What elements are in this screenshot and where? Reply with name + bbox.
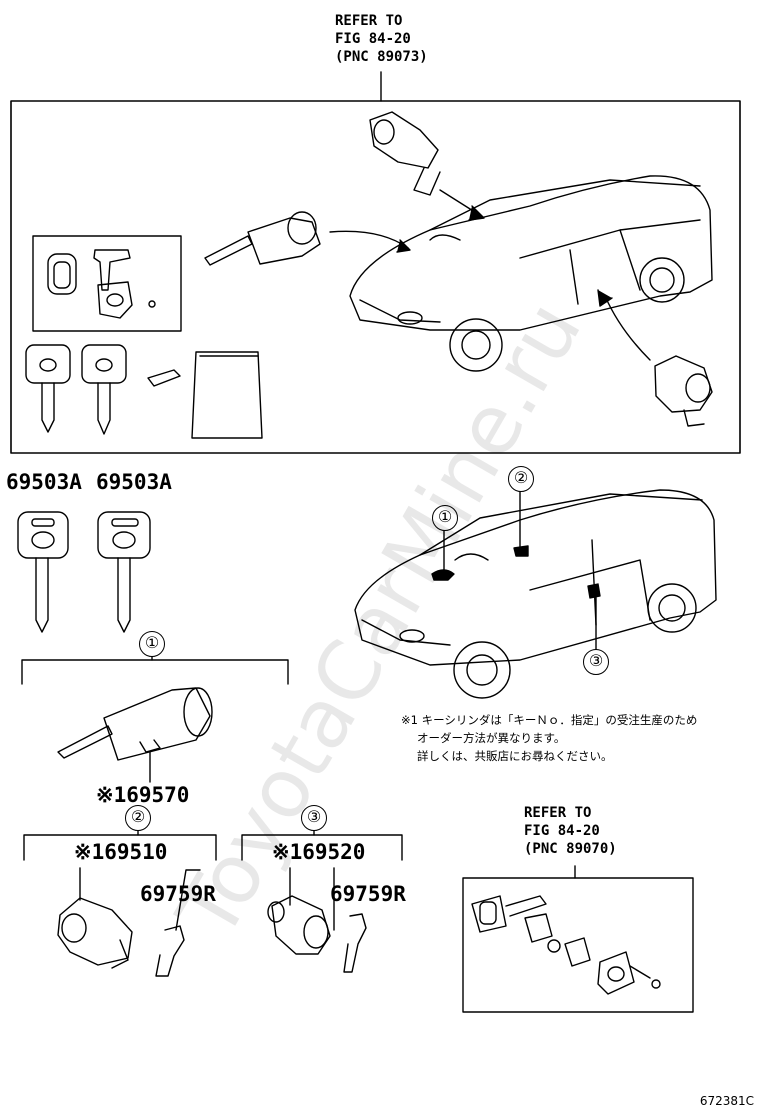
car-callout-3: ③ (583, 649, 609, 675)
callout-2: ② (125, 805, 151, 831)
part-number-ignition-cylinder: ※169570 (96, 783, 190, 807)
door-lock-right-leaders (289, 867, 335, 931)
ordering-note: ※1 キーシリンダは「キーＮｏ．指定」の受注生産のため オーダー方法が異なります… (401, 711, 697, 765)
key-blank-part (47, 249, 131, 295)
top-ref-line2: FIG 84-20 (335, 31, 411, 47)
top-ignition-cylinder (204, 211, 321, 266)
lower-transponder-chip (524, 913, 561, 953)
lower-ref-frame (462, 877, 694, 1013)
bracket-part-right (343, 913, 367, 973)
note-line2: オーダー方法が異なります。 (417, 731, 566, 745)
door-lock-left-leaders (79, 867, 201, 931)
mid-car-outline (354, 489, 717, 699)
car-callout-1: ① (432, 505, 458, 531)
part-number-door-lock-right: ※169520 (272, 840, 366, 864)
bracket-part-left (155, 925, 185, 977)
part-number-bracket-left: 69759R (140, 882, 216, 906)
ignition-group-bracket (21, 659, 289, 685)
key-parts-box (32, 235, 182, 332)
figure-code: 672381C (699, 1094, 754, 1108)
top-arrow-3 (604, 295, 651, 361)
top-frame (10, 100, 741, 454)
door-lock-left-bracket (23, 834, 217, 861)
door-lock-right-part (267, 895, 331, 955)
car-callout-2: ② (508, 466, 534, 492)
part-number-key-left: 69503A (6, 470, 82, 494)
top-ref-label: REFER TO FIG 84-20 (PNC 89073) (335, 12, 428, 66)
part-number-bracket-right: 69759R (330, 882, 406, 906)
top-car-outline (349, 175, 713, 372)
callout-1: ① (139, 631, 165, 657)
top-ref-line1: REFER TO (335, 13, 403, 29)
top-ref-line3: (PNC 89073) (335, 49, 428, 65)
top-key-tag (147, 351, 263, 439)
top-door-lock-upper (369, 111, 441, 196)
note-line3: 詳しくは、共販店にお尋ねください。 (417, 749, 613, 763)
lower-ref-line2: FIG 84-20 (524, 823, 600, 839)
lower-ref-line1: REFER TO (524, 805, 592, 821)
top-key-2 (81, 344, 127, 435)
top-key-1 (25, 344, 71, 433)
top-door-lock-right (654, 355, 713, 427)
door-lock-left-part (57, 897, 133, 969)
part-number-door-lock-left: ※169510 (74, 840, 168, 864)
lower-ref-label: REFER TO FIG 84-20 (PNC 89070) (524, 804, 617, 858)
part-number-key-right: 69503A (96, 470, 172, 494)
top-arrow-1 (329, 230, 409, 249)
lower-chip-plate (564, 937, 591, 967)
callout-3: ③ (301, 805, 327, 831)
lower-key-blank (471, 895, 547, 933)
lower-key-housing (597, 951, 661, 995)
note-line1: ※1 キーシリンダは「キーＮｏ．指定」の受注生産のため (401, 713, 698, 727)
lower-ref-line3: (PNC 89070) (524, 841, 617, 857)
transponder-case-part (97, 281, 156, 319)
mid-key-1 (17, 511, 69, 633)
door-lock-right-bracket (241, 834, 403, 861)
ignition-cylinder-part (57, 687, 213, 761)
mid-key-2 (97, 511, 151, 633)
